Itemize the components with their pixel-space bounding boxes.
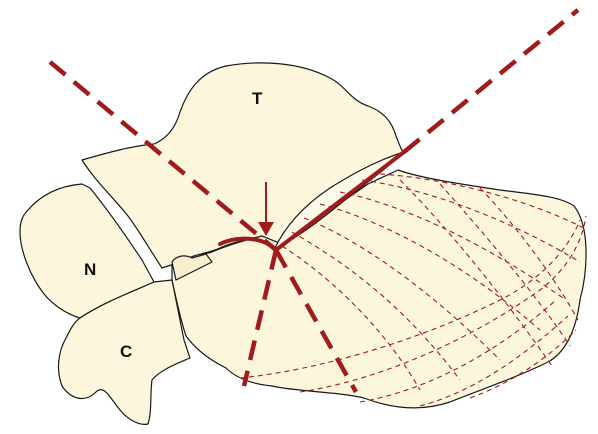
navicular-label: N [84,260,96,279]
axial-dashed-line-upper [404,10,578,152]
cuboid-label: C [120,342,132,361]
talus-label: T [252,89,263,108]
